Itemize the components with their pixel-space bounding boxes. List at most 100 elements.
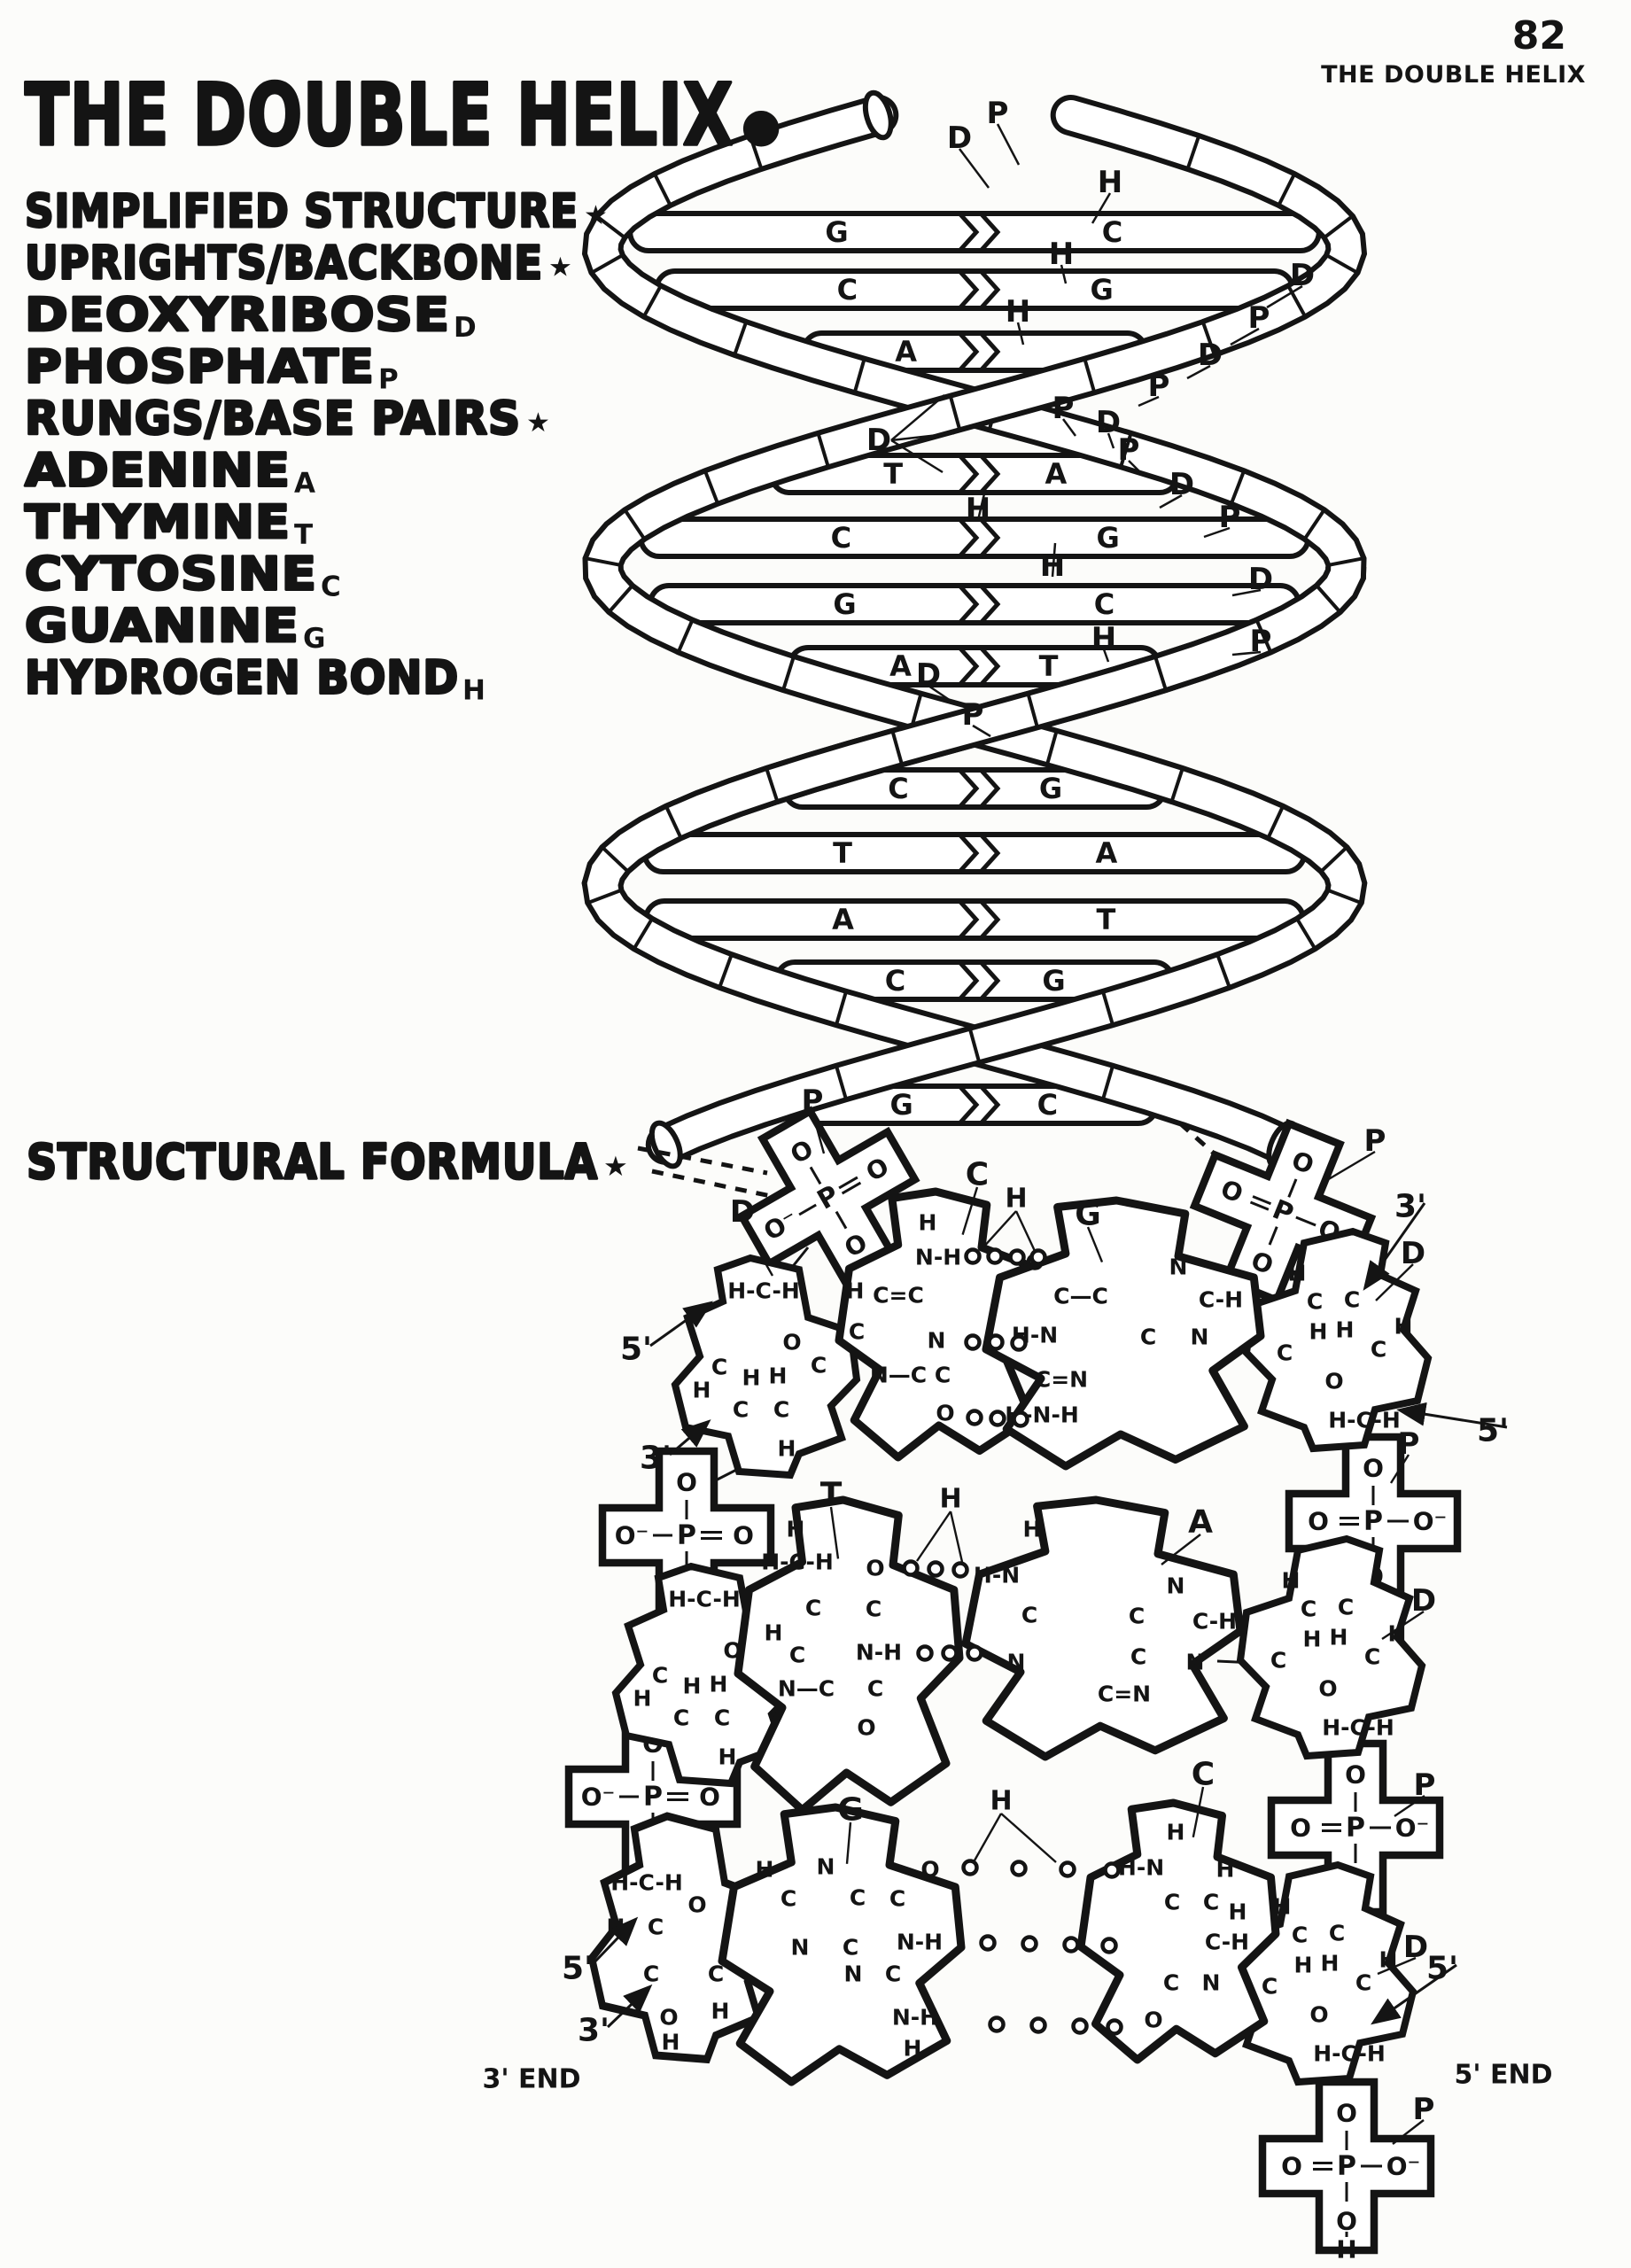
atom-label: C=N	[1098, 1682, 1151, 1707]
atom-label: O	[1309, 2002, 1328, 2028]
leader-line	[890, 439, 944, 474]
atom-label: O⁻	[581, 1783, 616, 1812]
prime-arrow	[606, 1984, 653, 2029]
atom-label: C	[1277, 1340, 1293, 1366]
prime-label: 3'	[640, 1441, 672, 1477]
leader-line	[1266, 284, 1303, 309]
atom-label: O	[1345, 1760, 1366, 1790]
deoxyribose-marker: D	[947, 120, 972, 156]
prime-arrow	[590, 1916, 639, 1967]
atom-label: C	[1344, 1287, 1360, 1313]
atom-label: C	[1301, 1596, 1316, 1622]
leader-line	[829, 1506, 840, 1559]
leader-line	[890, 394, 945, 441]
atom-label: H	[742, 1365, 761, 1391]
phosphate-marker: P	[1413, 2092, 1435, 2127]
atom-label: H	[1321, 1951, 1340, 1977]
base-letter: A	[889, 649, 912, 683]
atom-label: P	[1346, 1813, 1365, 1844]
atom-label: H	[1309, 1319, 1328, 1345]
phosphate-marker: P	[962, 697, 984, 733]
leader-line	[916, 1511, 951, 1562]
atom-label: C-H	[1205, 1930, 1249, 1955]
atom-label: C	[673, 1705, 689, 1731]
atom-label: H-C-H	[1322, 1715, 1394, 1741]
atom-label: C	[733, 1397, 749, 1423]
leader-line	[1086, 1226, 1104, 1263]
bond-line	[1295, 1216, 1316, 1227]
hydrogen-bond-marker: H	[966, 492, 990, 527]
atom-label: C	[1329, 1921, 1345, 1946]
atom-label: N-H	[892, 2005, 938, 2031]
cytosine-letter-label: C	[1192, 1757, 1215, 1793]
bond-line	[838, 1176, 858, 1190]
phosphate-marker: P	[1250, 624, 1272, 659]
structural-formula-heading: STRUCTURAL FORMULA★	[27, 1134, 629, 1190]
atom-label: C	[711, 1355, 727, 1380]
atom-label: H-C-H	[1328, 1408, 1401, 1433]
atom-label: P	[1337, 2151, 1356, 2182]
bond-line	[835, 1210, 848, 1230]
atom-label: C-H	[1199, 1287, 1243, 1313]
hydrogen-bond-marker: H	[1098, 165, 1122, 200]
atom-label: H	[693, 1378, 711, 1403]
atom-label: C=N	[1035, 1367, 1088, 1393]
atom-label: O	[733, 1521, 754, 1550]
atom-label: C—C	[1053, 1284, 1108, 1309]
atom-label: O	[866, 1556, 884, 1581]
legend-item-simplified-structure: SIMPLIFIED STRUCTURE★	[25, 185, 609, 238]
base-letter: G	[1042, 964, 1065, 998]
leader-line	[928, 684, 951, 703]
base-letter: A	[832, 903, 854, 936]
atom-label: C	[652, 1663, 668, 1689]
leader-line	[1389, 1454, 1410, 1484]
atom-label: N-H	[856, 1640, 902, 1666]
deoxyribose-marker: D	[1401, 1236, 1425, 1271]
atom-label: H	[1303, 1627, 1322, 1652]
base-letter: G	[1039, 772, 1062, 805]
three-prime-end-label: 3' END	[482, 2064, 580, 2095]
running-header: THE DOUBLE HELIX	[1321, 61, 1586, 89]
leader-line	[1051, 542, 1057, 578]
atom-label: H	[904, 2036, 922, 2062]
leader-line	[1231, 650, 1262, 656]
prime-label: 5'	[1426, 1951, 1458, 1987]
base-letter: C	[1037, 1088, 1058, 1122]
structural-formula-diagram: POOO⁻OPOOOO⁻POOOO⁻POOO⁻OPOOOO⁻POOO⁻OPOOO…	[482, 1084, 1552, 2264]
leader-line	[959, 148, 990, 189]
leader-line	[1128, 460, 1145, 477]
leader-line	[1203, 526, 1231, 539]
atom-label: O	[1290, 1814, 1311, 1843]
atom-label: H	[633, 1686, 652, 1712]
atom-label: C	[1270, 1648, 1286, 1674]
base-letter: G	[825, 215, 848, 249]
atom-label: O⁻	[1395, 1814, 1430, 1843]
atom-label: C	[867, 1676, 883, 1702]
base-letter: C	[831, 521, 851, 555]
atom-label: C	[889, 1886, 905, 1912]
headings: 82 THE DOUBLE HELIX THE DOUBLE HELIX●SIM…	[23, 13, 1586, 1192]
leader-line	[1326, 1150, 1376, 1182]
atom-label: H	[787, 1517, 805, 1542]
atom-label: C	[866, 1596, 882, 1622]
deoxyribose-marker: D	[1290, 258, 1315, 293]
atom-label: H	[1336, 2235, 1356, 2264]
atom-label: O⁻	[1413, 1507, 1448, 1536]
atom-label: C	[1163, 1970, 1179, 1996]
hydrogen-bond-marker: H	[1049, 237, 1074, 272]
page-title: THE DOUBLE HELIX●	[25, 66, 782, 165]
atom-label: H	[1294, 1953, 1313, 1978]
atom-label: N—C	[778, 1676, 835, 1702]
bond-line	[798, 1203, 817, 1216]
leader-line	[1186, 364, 1211, 380]
phosphate-marker: P	[1052, 391, 1075, 426]
hydrogen-bond-marker: H	[1040, 548, 1065, 584]
atom-label: C-H	[1192, 1609, 1237, 1635]
